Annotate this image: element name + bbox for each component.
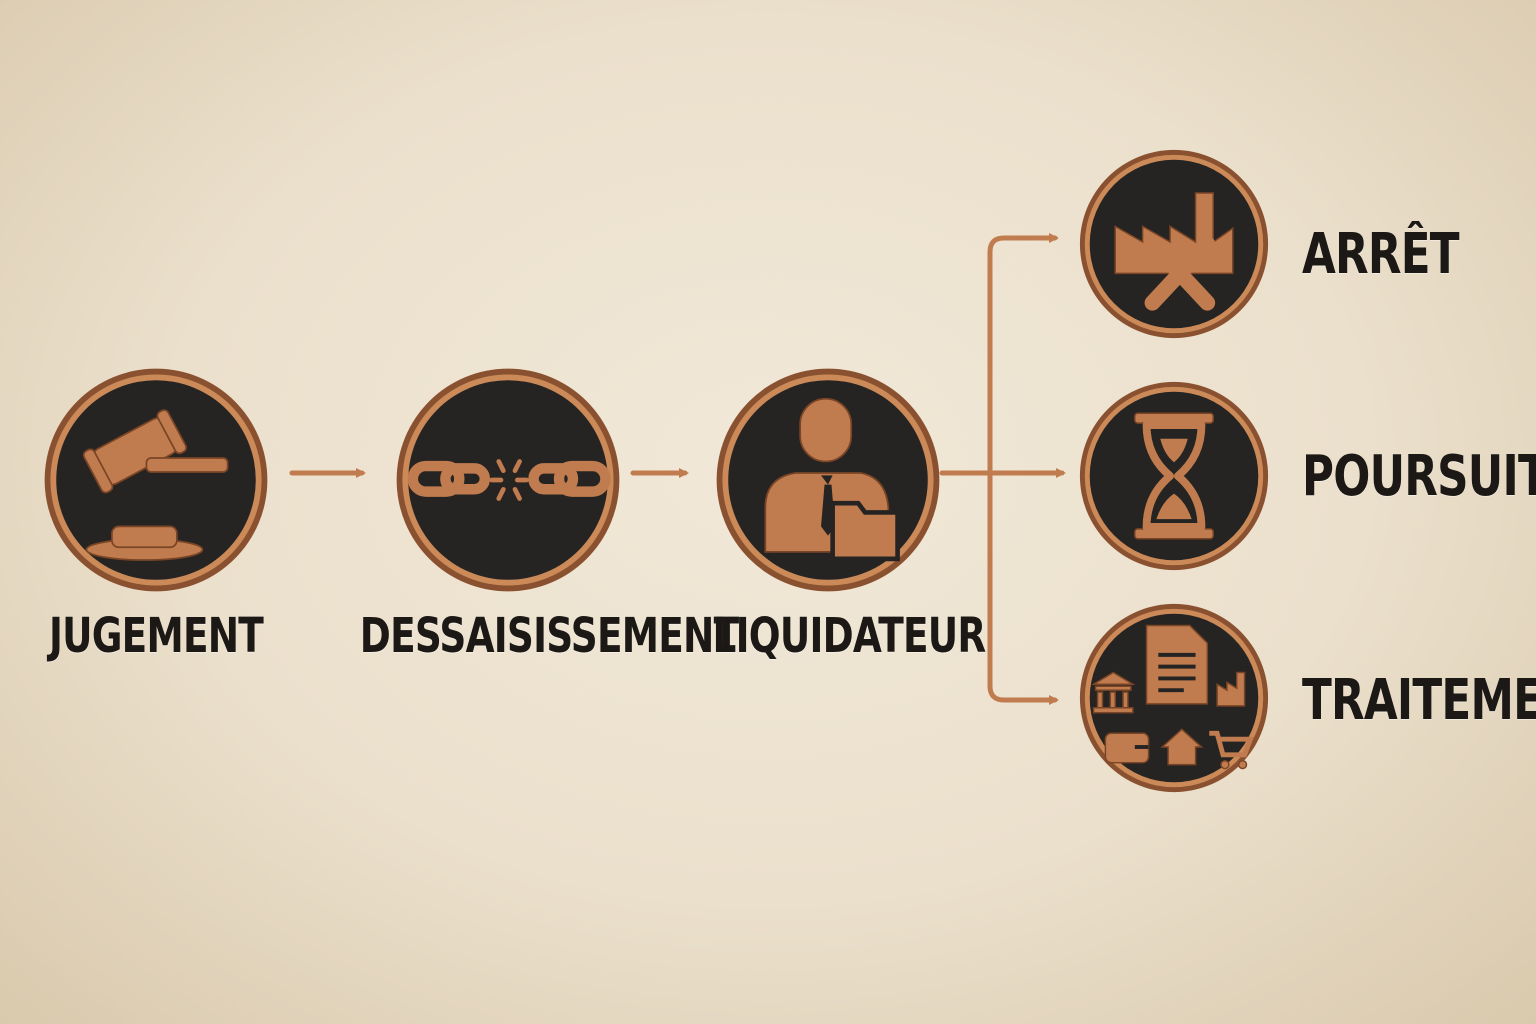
node-jugement — [40, 364, 272, 596]
gavel-icon — [44, 368, 268, 592]
node-arret — [1076, 146, 1272, 342]
liquidator-person-icon — [716, 368, 940, 592]
label-liquidateur: LIQUIDATEUR — [712, 608, 987, 664]
node-liquidateur — [712, 364, 944, 596]
crossed-factory-icon — [1079, 149, 1269, 339]
branch-to-arret — [987, 233, 1059, 476]
label-arret: ARRÊT — [1302, 222, 1460, 287]
hourglass-icon — [1079, 381, 1269, 571]
label-dessaisissement: DESSAISISSEMENT — [359, 608, 739, 664]
node-traitement — [1076, 600, 1272, 796]
label-jugement: JUGEMENT — [48, 608, 264, 664]
broken-chain-icon — [396, 368, 620, 592]
label-traitement: TRAITEMENT — [1302, 668, 1536, 733]
assets-document-icon — [1079, 603, 1269, 793]
label-poursuite: POURSUITE — [1302, 444, 1536, 509]
node-poursuite — [1076, 378, 1272, 574]
node-dessaisissement — [392, 364, 624, 596]
branch-to-traitement — [987, 470, 1059, 705]
